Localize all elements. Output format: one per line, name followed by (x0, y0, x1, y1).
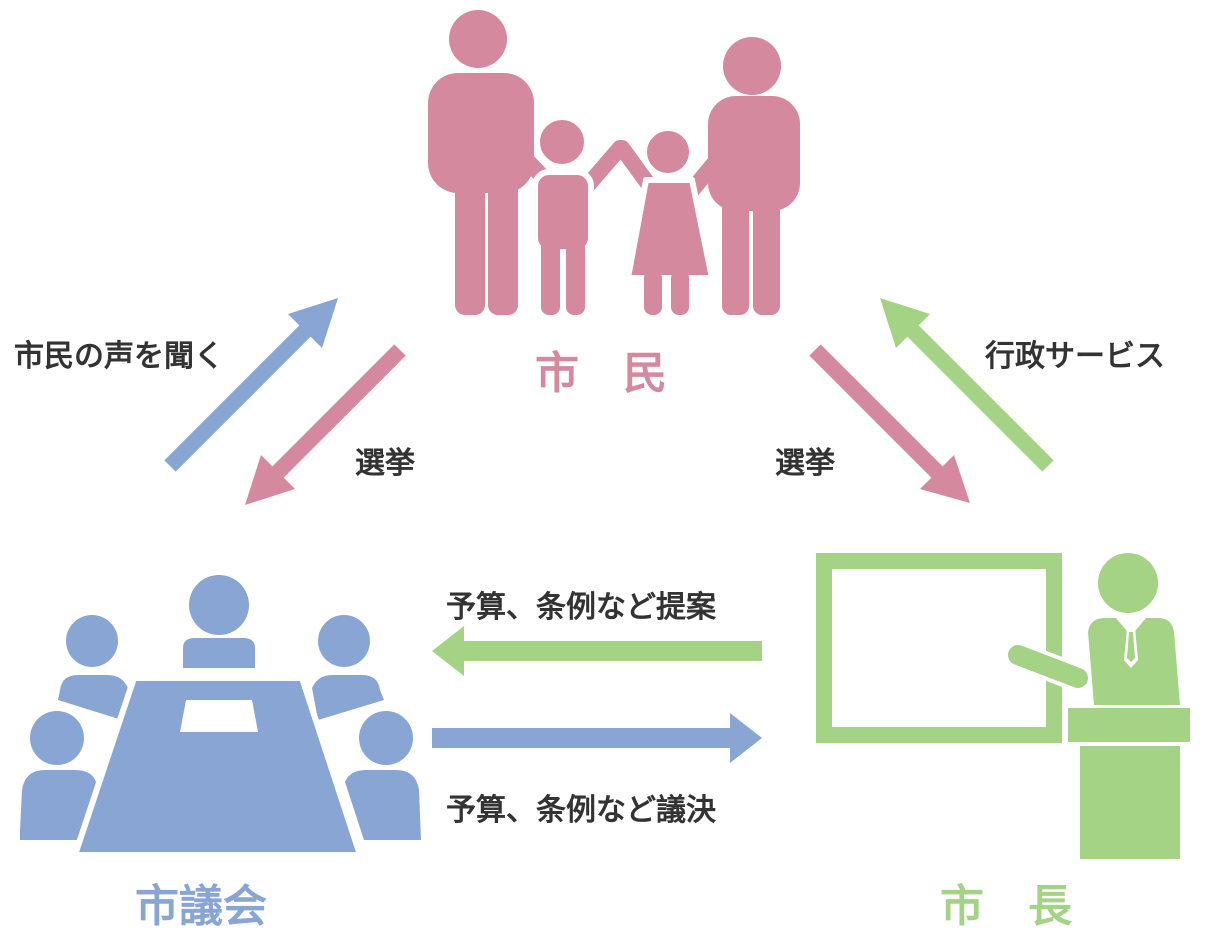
election-left-label: 選挙 (355, 446, 415, 481)
propose-label: 予算、条例など提案 (446, 590, 716, 625)
presenter-icon (816, 553, 1190, 859)
resolve-label: 予算、条例など議決 (446, 793, 716, 828)
arrow-election-left (245, 344, 406, 505)
council-label: 市議会 (135, 881, 267, 932)
arrow-resolve (432, 713, 762, 763)
arrow-listen (164, 298, 338, 472)
services-label: 行政サービス (985, 339, 1165, 374)
election-right-label: 選挙 (775, 446, 835, 481)
mayor-label: 市 長 (940, 881, 1072, 932)
arrow-election-right (809, 344, 970, 503)
family-icon (428, 10, 800, 315)
arrow-services (880, 298, 1054, 472)
citizen-label: 市 民 (535, 348, 667, 399)
arrow-propose (432, 626, 762, 676)
council-meeting-icon (20, 575, 421, 858)
listen-label: 市民の声を聞く (14, 339, 224, 374)
